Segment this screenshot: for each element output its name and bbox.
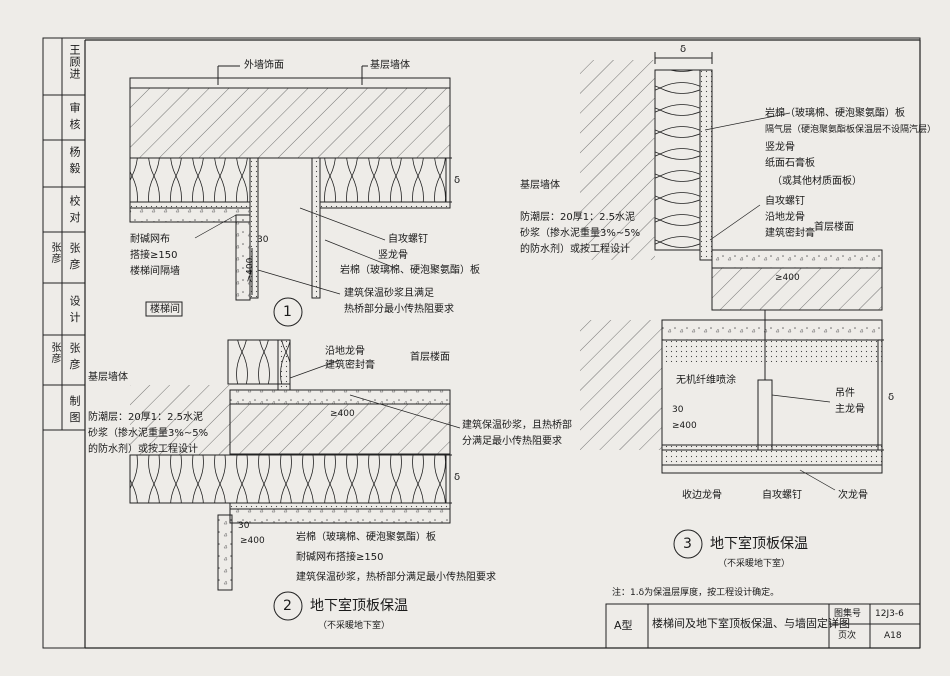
label-dampproof-3b: 砂浆（掺水泥重量3%~5% bbox=[520, 228, 641, 239]
sidebar-role-8: 制 图 bbox=[68, 395, 81, 424]
label-exterior-finish: 外墙饰面 bbox=[244, 60, 284, 71]
label-other-panel: （或其他材质面板） bbox=[772, 176, 862, 187]
drawing-note: 注：1.δ为保温层厚度，按工程设计确定。 bbox=[612, 588, 780, 598]
titleblock-title: 楼梯间及地下室顶板保温、与墙固定详图 bbox=[652, 617, 850, 630]
label-alkali-mesh-2: 耐碱网布搭接≥150 bbox=[296, 552, 384, 563]
label-dim-400-3a: ≥400 bbox=[775, 273, 800, 283]
label-stairwell: 楼梯间 bbox=[150, 304, 180, 315]
sidebar-role-5: 张 彦 bbox=[68, 242, 81, 271]
detail-title-2: 地下室顶板保温 bbox=[310, 598, 408, 614]
titleblock-page-value: A18 bbox=[884, 631, 902, 641]
label-hanger: 吊件 bbox=[835, 388, 855, 399]
label-sealant: 建筑密封膏 bbox=[325, 360, 375, 371]
sidebar-role-2: 审 核 bbox=[68, 102, 81, 131]
titleblock-type: A型 bbox=[614, 619, 633, 632]
label-mortar-2b: 分满足最小传热阻要求 bbox=[462, 436, 562, 447]
label-dim-30: 30 bbox=[257, 235, 269, 245]
label-dampproof-3: 的防水剂）或按工程设计 bbox=[88, 444, 198, 455]
label-gypsum: 纸面石膏板 bbox=[765, 158, 815, 169]
detail-number-1: 1 bbox=[283, 304, 292, 320]
sidebar-role-7: 张 彦 bbox=[68, 342, 81, 371]
label-alkali-mesh: 耐碱网布 bbox=[130, 234, 170, 245]
label-dim-30-3: 30 bbox=[672, 405, 684, 415]
sidebar-role-3: 杨 毅 bbox=[68, 146, 81, 175]
detail-number-3: 3 bbox=[683, 536, 692, 552]
label-dampproof-1: 防潮层：20厚1：2.5水泥 bbox=[88, 412, 203, 423]
detail-subtitle-3: （不采暖地下室） bbox=[718, 559, 791, 569]
label-dim-400-3b: ≥400 bbox=[672, 421, 697, 431]
label-mortar-1: 建筑保温砂浆且满足 bbox=[344, 288, 434, 299]
label-overlap: 搭接≥150 bbox=[130, 250, 178, 261]
label-delta: δ bbox=[454, 175, 461, 186]
detail-title-3: 地下室顶板保温 bbox=[710, 536, 808, 552]
detail-number-2: 2 bbox=[283, 598, 292, 614]
sidebar-role-6: 设 计 bbox=[68, 295, 81, 324]
label-base-wall-2: 基层墙体 bbox=[88, 372, 128, 383]
label-base-wall: 基层墙体 bbox=[370, 60, 410, 71]
titleblock-atlas-label: 图集号 bbox=[834, 609, 862, 619]
label-dampproof-2: 砂浆（掺水泥重量3%~5% bbox=[88, 428, 209, 439]
label-delta-3: δ bbox=[888, 392, 895, 403]
label-first-floor: 首层楼面 bbox=[410, 352, 450, 363]
label-rockwool-2: 岩棉（玻璃棉、硬泡聚氨酯）板 bbox=[296, 532, 436, 543]
sidebar-signature-5: 张彦 bbox=[49, 242, 60, 264]
titleblock-page-label: 页次 bbox=[838, 631, 857, 641]
label-mortar-2: 热桥部分最小传热阻要求 bbox=[344, 304, 454, 315]
label-floor-track-3: 沿地龙骨 bbox=[765, 212, 805, 223]
sidebar-role-4: 校 对 bbox=[68, 195, 81, 224]
label-tapping-screw-3b: 自攻螺钉 bbox=[762, 490, 802, 501]
titleblock-atlas-value: 12J3-6 bbox=[875, 609, 904, 619]
label-mortar-2a: 建筑保温砂浆，且热桥部 bbox=[462, 420, 572, 431]
label-sealant-3: 建筑密封膏 bbox=[765, 228, 815, 239]
label-stud-3: 竖龙骨 bbox=[765, 142, 795, 153]
label-delta-2: δ bbox=[454, 472, 461, 483]
label-stair-partition: 楼梯间隔墙 bbox=[130, 266, 180, 277]
label-dampproof-3c: 的防水剂）或按工程设计 bbox=[520, 244, 630, 255]
sidebar-role-1: 王顾进 bbox=[68, 44, 81, 80]
label-mineral-spray: 无机纤维喷涂 bbox=[676, 375, 736, 386]
label-dim-400-3: ≥400 bbox=[240, 536, 265, 546]
label-dim-400-2: ≥400 bbox=[330, 409, 355, 419]
label-dampproof-3a: 防潮层：20厚1：2.5水泥 bbox=[520, 212, 635, 223]
label-floor-track: 沿地龙骨 bbox=[325, 346, 365, 357]
label-tapping-screw-3: 自攻螺钉 bbox=[765, 196, 805, 207]
label-tapping-screw: 自攻螺钉 bbox=[388, 234, 428, 245]
label-dim-400: ≥400 bbox=[245, 257, 256, 283]
label-dim-30-2: 30 bbox=[238, 521, 250, 531]
sidebar-signature-7: 张彦 bbox=[49, 342, 60, 364]
label-stud: 竖龙骨 bbox=[378, 250, 408, 261]
detail-subtitle-2: （不采暖地下室） bbox=[318, 621, 391, 631]
label-edge-track: 收边龙骨 bbox=[682, 490, 722, 501]
label-main-joist: 主龙骨 bbox=[835, 404, 865, 415]
label-delta-3-top: δ bbox=[680, 44, 687, 55]
label-vapor-barrier: 隔气层（硬泡聚氨酯板保温层不设隔汽层） bbox=[765, 125, 937, 135]
label-rockwool: 岩棉（玻璃棉、硬泡聚氨酯）板 bbox=[340, 265, 480, 276]
label-base-wall-3: 基层墙体 bbox=[520, 180, 560, 191]
label-secondary-joist: 次龙骨 bbox=[838, 490, 868, 501]
label-first-floor-3: 首层楼面 bbox=[814, 222, 854, 233]
label-rockwool-3: 岩棉（玻璃棉、硬泡聚氨酯）板 bbox=[765, 108, 905, 119]
label-mortar-2c: 建筑保温砂浆，热桥部分满足最小传热阻要求 bbox=[296, 572, 496, 583]
